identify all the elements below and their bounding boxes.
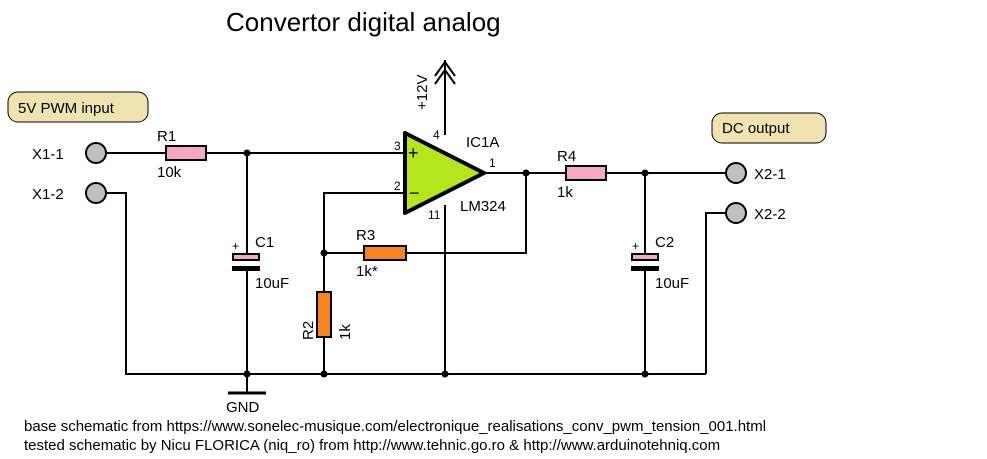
- r4-name: R4: [557, 148, 576, 165]
- r1-name: R1: [157, 128, 176, 145]
- opamp: [403, 131, 486, 215]
- opamp-plus: +: [408, 143, 419, 163]
- supply-arrow-icon: [434, 60, 456, 77]
- output-label: DC output: [722, 120, 790, 137]
- capacitor-c1-plate: [232, 253, 260, 261]
- capacitor-c2-plate: [631, 253, 659, 261]
- resistor-r2: [316, 291, 332, 338]
- connector-x1-2[interactable]: [85, 182, 107, 204]
- pin-2: 2: [394, 179, 401, 193]
- c1-plus: +: [232, 239, 239, 253]
- wires: [107, 60, 734, 395]
- r3-name: R3: [356, 227, 375, 244]
- footer-line-1: base schematic from https://www.sonelec-…: [24, 418, 766, 435]
- capacitor-c1: [232, 266, 260, 271]
- opamp-name: IC1A: [466, 134, 499, 151]
- r3-value: 1k*: [356, 263, 378, 280]
- connector-label-x1-2: X1-2: [32, 186, 64, 203]
- r2-name: R2: [300, 321, 317, 340]
- opamp-minus: −: [409, 183, 420, 203]
- supply-label: +12V: [414, 75, 431, 110]
- c2-name: C2: [655, 234, 674, 251]
- resistor-r4: [565, 165, 607, 181]
- resistor-r1: [165, 145, 207, 161]
- pin-3: 3: [394, 139, 401, 153]
- c2-value: 10uF: [655, 275, 689, 292]
- c1-name: C1: [255, 234, 274, 251]
- connector-label-x2-2: X2-2: [754, 206, 786, 223]
- ground-label: GND: [226, 399, 260, 416]
- input-label: 5V PWM input: [18, 100, 115, 117]
- input-label-box: [7, 91, 149, 123]
- pin-1: 1: [489, 156, 496, 170]
- c2-plus: +: [632, 239, 639, 253]
- resistor-r3: [363, 245, 407, 261]
- pin-11: 11: [428, 208, 441, 222]
- capacitor-c2: [631, 266, 659, 271]
- opamp-part: LM324: [460, 198, 506, 215]
- connector-label-x1-1: X1-1: [32, 146, 64, 163]
- r1-value: 10k: [157, 164, 182, 181]
- connector-label-x2-1: X2-1: [754, 166, 786, 183]
- c1-value: 10uF: [255, 275, 289, 292]
- connector-x1-1[interactable]: [85, 142, 107, 164]
- r4-value: 1k: [557, 184, 573, 201]
- output-label-box: [711, 112, 827, 144]
- connector-x2-2[interactable]: [725, 202, 747, 224]
- title: Convertor digital analog: [226, 7, 501, 37]
- footer-line-2: tested schematic by Nicu FLORICA (niq_ro…: [24, 437, 720, 454]
- r2-value: 1k: [337, 324, 354, 340]
- pin-4: 4: [433, 128, 440, 142]
- junctions: [243, 149, 649, 378]
- connector-x2-1[interactable]: [725, 162, 747, 184]
